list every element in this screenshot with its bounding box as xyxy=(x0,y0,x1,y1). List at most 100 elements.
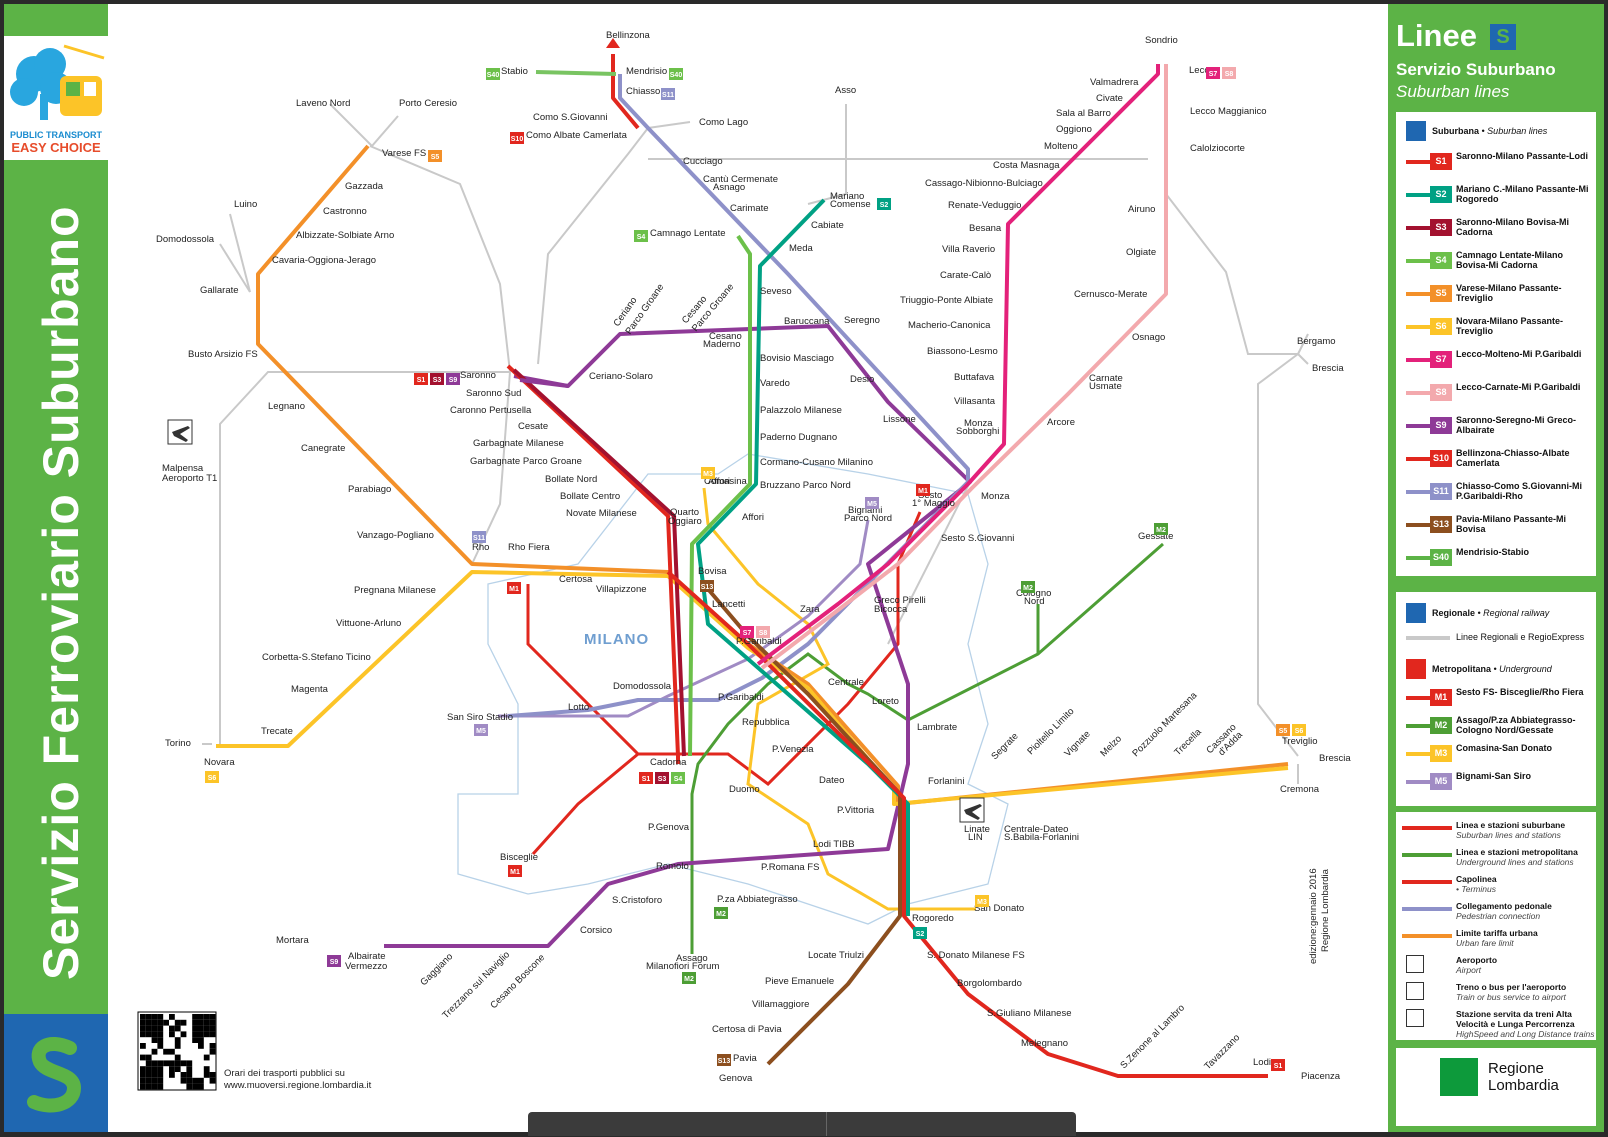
station-label: Domodossola xyxy=(156,234,215,245)
station-label: Canegrate xyxy=(301,443,345,454)
station-label: Costa Masnaga xyxy=(993,160,1060,171)
station-label-rotated: Tavazzano xyxy=(1202,1032,1242,1072)
line-badge: M3 xyxy=(701,467,715,479)
line-badge-label: M2 xyxy=(1023,585,1033,592)
line-s5 xyxy=(256,144,1289,806)
regional-line-luino xyxy=(229,213,251,293)
line-badge-bg xyxy=(714,907,728,919)
legend-regionale-row: Regionale • Regional railway xyxy=(1402,600,1594,626)
line-badge: S1 xyxy=(639,772,653,784)
station-label: Cesano xyxy=(709,331,742,342)
line-badge: M5 xyxy=(865,497,879,509)
line-badge-bg xyxy=(446,373,460,385)
legend-line-text: Lecco-Molteno-Mi P.Garibaldi xyxy=(1456,349,1582,359)
regional-line-bergamo xyxy=(1297,333,1309,355)
station-label: Buttafava xyxy=(954,372,995,383)
line-badge-bg xyxy=(661,88,675,100)
legend-regional-line-row: Linee Regionali e RegioExpress xyxy=(1402,624,1594,650)
station-label: Romolo xyxy=(656,861,689,872)
station-label: Sobborghi xyxy=(956,426,999,437)
station-label: Legnano xyxy=(268,401,305,412)
station-label: Biassono-Lesmo xyxy=(927,346,998,357)
legend-line-swatch xyxy=(1406,556,1450,560)
station-label: Forlanini xyxy=(928,776,964,787)
legend-line-text: Pavia-Milano Passante-Mi Bovisa xyxy=(1456,514,1567,534)
station-label: Cabiate xyxy=(811,220,844,231)
line-badge: M2 xyxy=(714,907,728,919)
legend-suburbana-en: • Suburban lines xyxy=(1481,126,1548,136)
line-badge: S13 xyxy=(700,580,714,592)
station-label: Carate-Calò xyxy=(940,270,991,281)
station-label: Cantù Cermenate xyxy=(703,174,778,185)
line-badge-bg xyxy=(1271,1059,1285,1071)
station-label: Mariano xyxy=(830,191,864,202)
station-label: Busto Arsizio FS xyxy=(188,349,258,360)
station-label: Mortara xyxy=(276,935,309,946)
line-badge-label: M2 xyxy=(1156,527,1166,534)
legend-metro-swatch xyxy=(1406,724,1450,728)
station-label: Rogoredo xyxy=(912,913,954,924)
station-label: Dateo xyxy=(819,775,844,786)
metro-line-m3 xyxy=(702,487,976,911)
station-label: Arcore xyxy=(1047,417,1075,428)
s-logo-block xyxy=(4,1014,108,1132)
station-label: Stabio xyxy=(501,66,528,77)
station-label: Carimate xyxy=(730,203,769,214)
line-badge: S11 xyxy=(661,88,675,100)
station-label: S.Giuliano Milanese xyxy=(987,1008,1072,1019)
station-label: Mendrisio xyxy=(626,66,667,77)
station-label: Treviglio xyxy=(1282,736,1318,747)
station-label: Bruzzano Parco Nord xyxy=(760,480,851,491)
station-label: Chiasso xyxy=(626,86,660,97)
line-badge-label: S10 xyxy=(511,136,524,143)
legend-metro-code: M1 xyxy=(1430,689,1452,706)
line-s13 xyxy=(700,580,902,1066)
line-badge-bg xyxy=(682,972,696,984)
legend-line-text: Camnago Lentate-Milano Bovisa-Mi Cadorna xyxy=(1456,250,1564,270)
legend-metro-code: M5 xyxy=(1430,773,1452,790)
line-badge: S9 xyxy=(446,373,460,385)
station-label: Pieve Emanuele xyxy=(765,976,834,987)
metro-line-m1 xyxy=(526,511,922,786)
line-badge: M1 xyxy=(916,484,930,496)
legend-metro-code: M3 xyxy=(1430,745,1452,762)
legend-symbol-text: Capolinea• Terminus xyxy=(1456,874,1497,894)
line-badge: S11 xyxy=(472,531,486,543)
station-label: Genova xyxy=(719,1073,753,1084)
station-label: Lodi xyxy=(1253,1057,1271,1068)
line-badge-label: S1 xyxy=(417,377,426,384)
station-label: Cavaria-Oggiona-Jerago xyxy=(272,255,376,266)
station-label: Zara xyxy=(800,604,820,615)
legend-line-code: S3 xyxy=(1430,219,1452,236)
line-badge: M2 xyxy=(1154,523,1168,535)
station-label: Macherio-Canonica xyxy=(908,320,991,331)
badge-line2: EASY CHOICE xyxy=(11,140,101,155)
station-label: Locate Triulzi xyxy=(808,950,864,961)
line-badge-bg xyxy=(655,772,669,784)
line-badge: S1 xyxy=(414,373,428,385)
line-badge-bg xyxy=(913,927,927,939)
line-badge-label: S40 xyxy=(670,72,683,79)
legend-line-swatch xyxy=(1406,193,1450,197)
line-badge-bg xyxy=(700,580,714,592)
station-label: Gallarate xyxy=(200,285,239,296)
station-label: Calolziocorte xyxy=(1190,143,1245,154)
legend-metro-row: Metropolitana • Underground xyxy=(1402,656,1594,682)
station-label: San Donato xyxy=(974,903,1024,914)
station-label: Como S.Giovanni xyxy=(533,112,607,123)
legend-metro-line-row: M3 Comasina-San Donato xyxy=(1402,740,1594,766)
line-badge-bg xyxy=(1276,724,1290,736)
region-name: Regione Lombardia xyxy=(1488,1060,1559,1094)
line-s7 xyxy=(756,64,1160,666)
station-label: Corbetta-S.Stefano Ticino xyxy=(262,652,371,663)
legend-metro-text: Comasina-San Donato xyxy=(1456,743,1553,753)
station-label: P.Genova xyxy=(648,822,690,833)
line-badge-label: S13 xyxy=(718,1058,731,1065)
station-label: S.Babila-Forlanini xyxy=(1004,832,1079,843)
station-label: Luino xyxy=(234,199,257,210)
